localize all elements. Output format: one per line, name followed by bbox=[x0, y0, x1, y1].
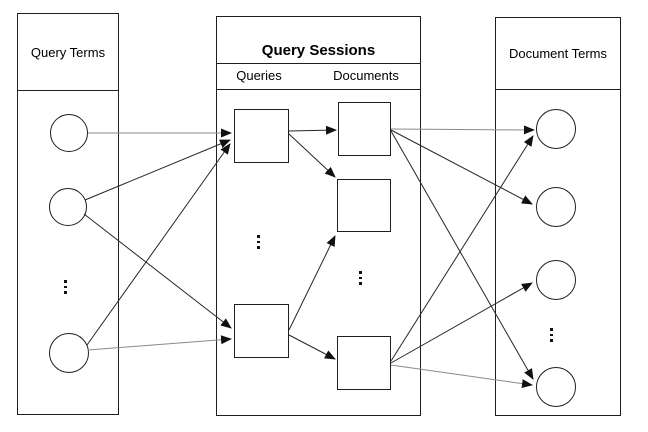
documents-ellipsis-icon bbox=[359, 271, 362, 288]
query-sessions-title: Query Sessions bbox=[217, 17, 420, 64]
document-term-circle-3 bbox=[536, 260, 576, 300]
document-term-circle-2 bbox=[536, 187, 576, 227]
query-square-1 bbox=[234, 109, 289, 163]
query-term-circle-2 bbox=[49, 188, 87, 226]
ellipsis-dot bbox=[64, 285, 67, 288]
document-term-circle-4 bbox=[536, 367, 576, 407]
ellipsis-dot bbox=[359, 276, 362, 279]
queries-ellipsis-icon bbox=[257, 235, 260, 252]
queries-column-label: Queries bbox=[236, 68, 282, 83]
query-terms-title: Query Terms bbox=[18, 14, 118, 91]
ellipsis-dot bbox=[550, 333, 553, 336]
documents-column-label: Documents bbox=[333, 68, 399, 83]
document-square-1 bbox=[338, 102, 391, 156]
ellipsis-dot bbox=[257, 240, 260, 243]
document-square-2 bbox=[337, 179, 391, 232]
query-square-2 bbox=[234, 304, 289, 358]
ellipsis-dot bbox=[550, 328, 553, 331]
ellipsis-dot bbox=[359, 271, 362, 274]
ellipsis-dot bbox=[64, 291, 67, 294]
ellipsis-dot bbox=[550, 339, 553, 342]
ellipsis-dot bbox=[64, 280, 67, 283]
query-term-circle-3 bbox=[49, 333, 89, 373]
document-square-3 bbox=[337, 336, 391, 390]
query-terms-ellipsis-icon bbox=[64, 280, 67, 297]
ellipsis-dot bbox=[257, 235, 260, 238]
query-sessions-subheader: Queries Documents bbox=[217, 64, 420, 90]
document-term-circle-1 bbox=[536, 109, 576, 149]
ellipsis-dot bbox=[359, 282, 362, 285]
ellipsis-dot bbox=[257, 246, 260, 249]
document-terms-ellipsis-icon bbox=[550, 328, 553, 345]
document-terms-title: Document Terms bbox=[496, 18, 620, 90]
query-term-circle-1 bbox=[50, 114, 88, 152]
